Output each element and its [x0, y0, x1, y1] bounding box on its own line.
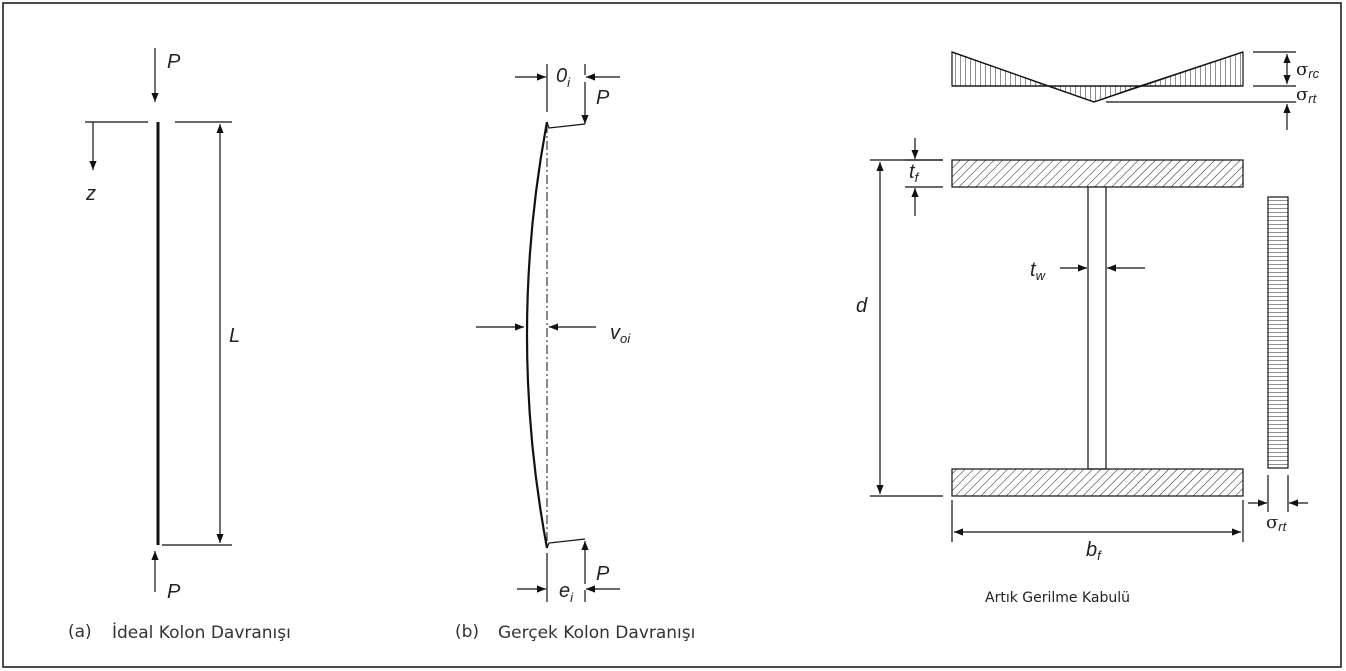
flange-width-label: bf: [1086, 539, 1102, 563]
real-column-figure: 0i P voi ei P (b) Gerçek Kolon Davranışı: [455, 64, 695, 643]
web: [1087, 186, 1107, 470]
web-stress-diagram: [1267, 196, 1289, 469]
z-axis-label: z: [85, 183, 96, 205]
load-label-top-real: P: [596, 87, 610, 109]
ideal-column-figure: P z L P (a) İdeal Kolon Davranışı: [68, 48, 291, 643]
caption-ideal: İdeal Kolon Davranışı: [112, 622, 291, 643]
flange-thickness-label: tf: [909, 161, 920, 185]
caption-letter-b: (b): [455, 622, 479, 642]
web-thickness-label: tw: [1030, 259, 1047, 283]
sigma-rt-label: σrt: [1296, 84, 1318, 106]
load-label-bottom: P: [167, 581, 181, 603]
imperfection-label: voi: [610, 322, 631, 346]
imperfect-column: [525, 121, 549, 549]
load-label-top: P: [167, 51, 181, 73]
caption-letter-a: (a): [68, 622, 92, 642]
load-label-bottom-real: P: [596, 563, 610, 585]
flange-stress-diagram: [951, 51, 1244, 103]
length-label: L: [229, 325, 240, 347]
offset-top-label: 0i: [556, 65, 571, 90]
offset-bottom-label: ei: [559, 580, 574, 605]
caption-residual-stress: Artık Gerilme Kabulü: [985, 590, 1130, 606]
residual-stress-figure: σrc σrt tf d tw bf σrt Artık Gerilme Kab…: [856, 51, 1320, 606]
bottom-flange: [951, 468, 1244, 497]
top-flange: [951, 159, 1244, 188]
caption-real: Gerçek Kolon Davranışı: [498, 623, 695, 643]
sigma-rc-label: σrc: [1296, 59, 1320, 81]
depth-label: d: [856, 295, 868, 317]
sigma-rt-web-label: σrt: [1266, 512, 1288, 534]
